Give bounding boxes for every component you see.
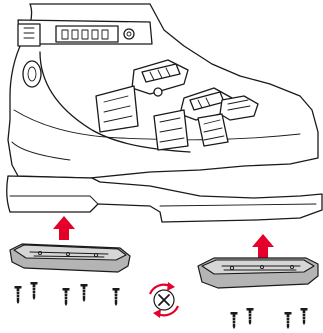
screw bbox=[231, 312, 238, 329]
toe-screws bbox=[231, 308, 308, 329]
screw bbox=[113, 288, 120, 306]
screw bbox=[285, 312, 292, 329]
arrow-toe-up bbox=[252, 234, 274, 258]
screw bbox=[15, 286, 22, 304]
screw bbox=[31, 282, 38, 300]
screw bbox=[247, 308, 254, 325]
strap-clamp bbox=[18, 24, 40, 46]
arrow-heel-up bbox=[53, 216, 75, 240]
toe-pad bbox=[198, 258, 318, 288]
top-buckle bbox=[56, 26, 118, 42]
top-buckle-rivet bbox=[124, 29, 134, 39]
ski-boot bbox=[7, 4, 322, 222]
screwdriver-rotation-icon bbox=[150, 282, 178, 318]
heel-screws bbox=[15, 282, 120, 306]
boot-sole bbox=[7, 176, 322, 222]
cuff-hinge bbox=[23, 61, 41, 87]
screw bbox=[81, 284, 88, 302]
screw bbox=[63, 288, 70, 306]
heel-pad bbox=[10, 244, 130, 272]
screw bbox=[301, 308, 308, 325]
